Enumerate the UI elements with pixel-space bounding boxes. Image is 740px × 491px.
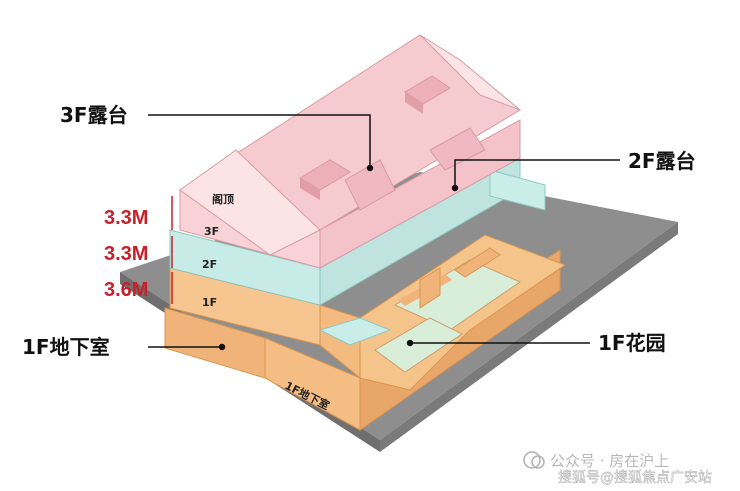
floor-label-2f: 2F [202,258,217,271]
callout-line-3f-terrace [148,114,371,168]
floor-2f-block [169,157,546,346]
watermark: 公众号 · 房在沪上 搜狐号@搜狐焦点广安站 [523,451,712,486]
floor-label-attic: 阁顶 [212,192,234,206]
dimension-3f-height: 3.3M [104,207,148,229]
garden-area [359,234,567,391]
roof [178,34,521,256]
label-3f-terrace: 3F露台 [60,103,128,127]
main-labels: 3F露台 2F露台 1F地下室 1F花园 [22,103,696,359]
floor-label-1f: 1F [202,296,217,309]
dimension-2f-height: 3.3M [104,243,148,265]
label-2f-terrace: 2F露台 [628,149,696,173]
floor-label-3f: 3F [204,225,219,238]
watermark-line1: 公众号 · 房在沪上 [550,452,669,470]
callout-line-2f-terrace [454,159,620,188]
callout-lines [148,114,620,351]
label-garden: 1F花园 [598,331,666,355]
dimension-1f-height: 3.6M [104,279,148,301]
watermark-line2: 搜狐号@搜狐焦点广安站 [558,470,712,486]
label-basement: 1F地下室 [22,335,110,359]
height-dimensions: 3.3M 3.3M 3.6M [104,196,173,304]
